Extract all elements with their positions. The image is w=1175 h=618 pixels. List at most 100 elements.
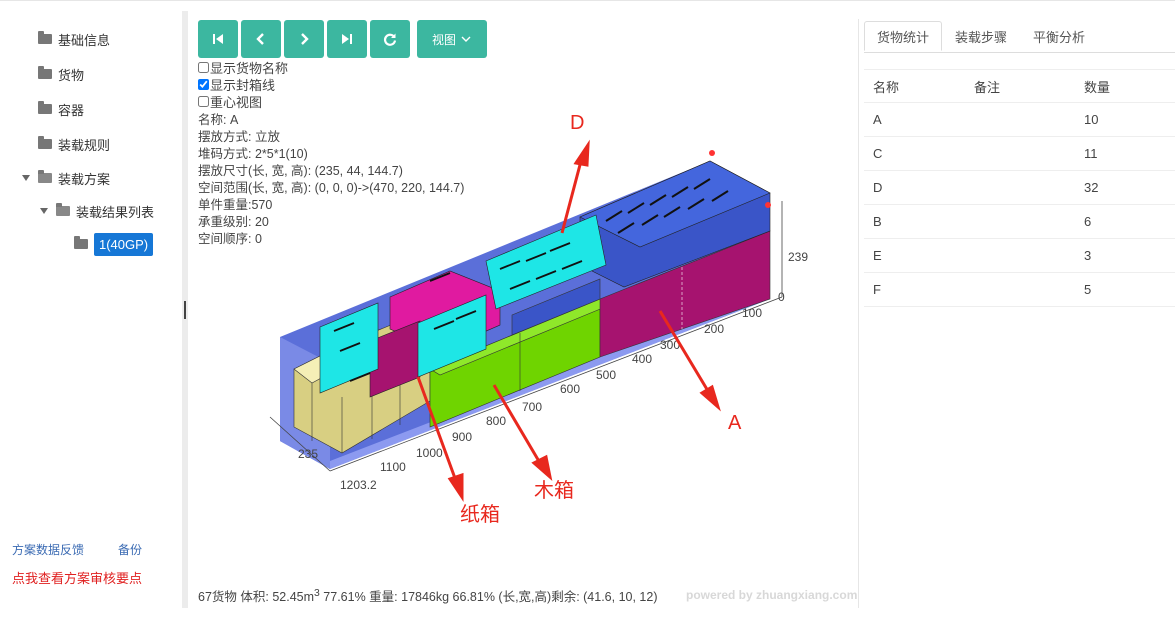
tab-loading-steps[interactable]: 装载步骤 — [955, 29, 1008, 45]
folder-icon — [38, 66, 52, 79]
info-size: 摆放尺寸(长, 宽, 高): (235, 44, 144.7) — [198, 164, 403, 178]
tree-item-label: 装载结果列表 — [76, 204, 155, 220]
skip-last-icon — [342, 34, 352, 44]
summary-unit-exponent: 3 — [314, 587, 320, 599]
cargo-stats-table: 名称 备注 数量 A 10 C 11 D 32 B 6 — [864, 69, 1175, 307]
axis-label-200: 200 — [704, 322, 724, 336]
tree-item-goods[interactable]: 货物 — [38, 63, 84, 85]
tree-item-label: 1(40GP) — [94, 232, 154, 256]
show-seal-option[interactable]: 显示封箱线 — [198, 75, 275, 94]
folder-icon — [38, 136, 52, 149]
axis-label-400: 400 — [632, 352, 652, 366]
axes — [269, 201, 783, 472]
folder-open-icon — [56, 203, 70, 216]
axis-label-500: 500 — [596, 368, 616, 382]
review-points-link[interactable]: 点我查看方案审核要点 — [12, 571, 143, 586]
table-row[interactable]: C 11 — [864, 137, 1175, 171]
center-view-option[interactable]: 重心视图 — [198, 92, 262, 111]
container-3d-view[interactable]: 239 0 100 200 300 400 500 600 700 800 90… — [250, 101, 810, 541]
table-row[interactable]: E 3 — [864, 239, 1175, 273]
last-step-button[interactable] — [327, 20, 367, 58]
cell-name: E — [873, 248, 882, 263]
tree-item-label: 货物 — [58, 67, 85, 83]
tree-item-loading-plan[interactable]: 装载方案 — [22, 167, 110, 189]
table-row[interactable]: A 10 — [864, 103, 1175, 137]
splitter-handle[interactable] — [184, 301, 186, 319]
show-name-option[interactable]: 显示货物名称 — [198, 58, 288, 77]
view-button-label: 视图 — [431, 32, 456, 47]
header-name: 名称 — [873, 79, 900, 95]
tab-balance-analysis[interactable]: 平衡分析 — [1033, 29, 1086, 45]
summary-part2: 77.61% 重量: 17846kg 66.81% (长,宽,高)剩余: (41… — [319, 590, 658, 604]
annotation-a: A — [728, 412, 742, 434]
cell-name: F — [873, 282, 881, 297]
panel-splitter[interactable] — [182, 11, 188, 608]
show-name-checkbox[interactable] — [198, 62, 209, 73]
table-row[interactable]: F 5 — [864, 273, 1175, 307]
show-name-label: 显示货物名称 — [210, 61, 289, 76]
refresh-button[interactable] — [370, 20, 410, 58]
backup-link[interactable]: 备份 — [118, 543, 143, 557]
tree-item-container[interactable]: 容器 — [38, 98, 84, 120]
info-weight: 单件重量:570 — [198, 198, 273, 212]
cargo-a-magenta[interactable] — [599, 230, 771, 358]
folder-open-icon — [38, 170, 52, 183]
header-qty: 数量 — [1084, 79, 1111, 95]
powered-by-watermark: powered by zhuangxiang.com — [686, 588, 858, 602]
cargo-cyan-front[interactable] — [417, 294, 487, 378]
cell-qty: 11 — [1084, 146, 1098, 161]
first-step-button[interactable] — [198, 20, 238, 58]
tree-item-loading-rules[interactable]: 装载规则 — [38, 133, 110, 155]
summary-part1: 67货物 体积: 52.45m — [198, 590, 315, 604]
folder-icon — [38, 101, 52, 114]
tree-item-label: 装载方案 — [58, 171, 111, 187]
axis-label-300: 300 — [660, 338, 680, 352]
table-row[interactable]: D 32 — [864, 171, 1175, 205]
prev-icon — [256, 33, 264, 45]
table-header: 名称 备注 数量 — [864, 69, 1175, 103]
cargo-cyan-top[interactable] — [485, 214, 607, 310]
cell-name: D — [873, 180, 883, 195]
center-view-checkbox[interactable] — [198, 96, 209, 107]
center-view-label: 重心视图 — [210, 95, 263, 110]
prev-step-button[interactable] — [241, 20, 281, 58]
info-stacking: 堆码方式: 2*5*1(10) — [198, 147, 308, 161]
show-seal-checkbox[interactable] — [198, 79, 209, 90]
axis-label-600: 600 — [560, 382, 580, 396]
stats-tabs: 货物统计 装载步骤 平衡分析 — [864, 21, 1098, 51]
cargo-blue-band[interactable] — [511, 278, 601, 336]
chevron-down-icon[interactable] — [40, 208, 48, 214]
show-seal-label: 显示封箱线 — [210, 78, 276, 93]
folder-icon — [38, 31, 52, 44]
tree-item-result-list[interactable]: 装载结果列表 — [40, 200, 154, 222]
table-row[interactable]: B 6 — [864, 205, 1175, 239]
annotation-carton: 纸箱 — [460, 503, 500, 526]
chevron-down-icon — [461, 36, 471, 42]
cell-qty: 32 — [1084, 180, 1099, 195]
axis-label-height: 239 — [788, 250, 808, 264]
cell-qty: 10 — [1084, 112, 1099, 127]
chevron-down-icon[interactable] — [22, 175, 30, 181]
axis-label-length-max: 1203.2 — [340, 478, 377, 492]
cargo-d-top — [579, 160, 771, 248]
info-name: 名称: A — [198, 113, 239, 127]
tree-item-label: 基础信息 — [58, 32, 111, 48]
axis-label-1000: 1000 — [416, 446, 443, 460]
stats-panel: 货物统计 装载步骤 平衡分析 名称 备注 数量 A 10 C 11 D — [858, 19, 1175, 608]
tree-item-result-40gp[interactable]: 1(40GP) — [74, 229, 154, 259]
next-step-button[interactable] — [284, 20, 324, 58]
load-summary: 67货物 体积: 52.45m3 77.61% 重量: 17846kg 66.8… — [198, 586, 658, 605]
feedback-link[interactable]: 方案数据反馈 — [12, 543, 85, 557]
tab-cargo-stats[interactable]: 货物统计 — [864, 21, 943, 51]
tabs-divider — [864, 52, 1175, 53]
axis-label-800: 800 — [486, 414, 506, 428]
next-icon — [301, 33, 309, 45]
tree-item-basic-info[interactable]: 基础信息 — [38, 28, 110, 50]
cargo-magenta-carton[interactable] — [369, 320, 421, 398]
axis-label-900: 900 — [452, 430, 472, 444]
axis-label-1100: 1100 — [380, 460, 406, 474]
axis-label-700: 700 — [522, 400, 542, 414]
axis-label-zero: 0 — [778, 290, 785, 304]
view-dropdown-button[interactable]: 视图 — [417, 20, 487, 58]
